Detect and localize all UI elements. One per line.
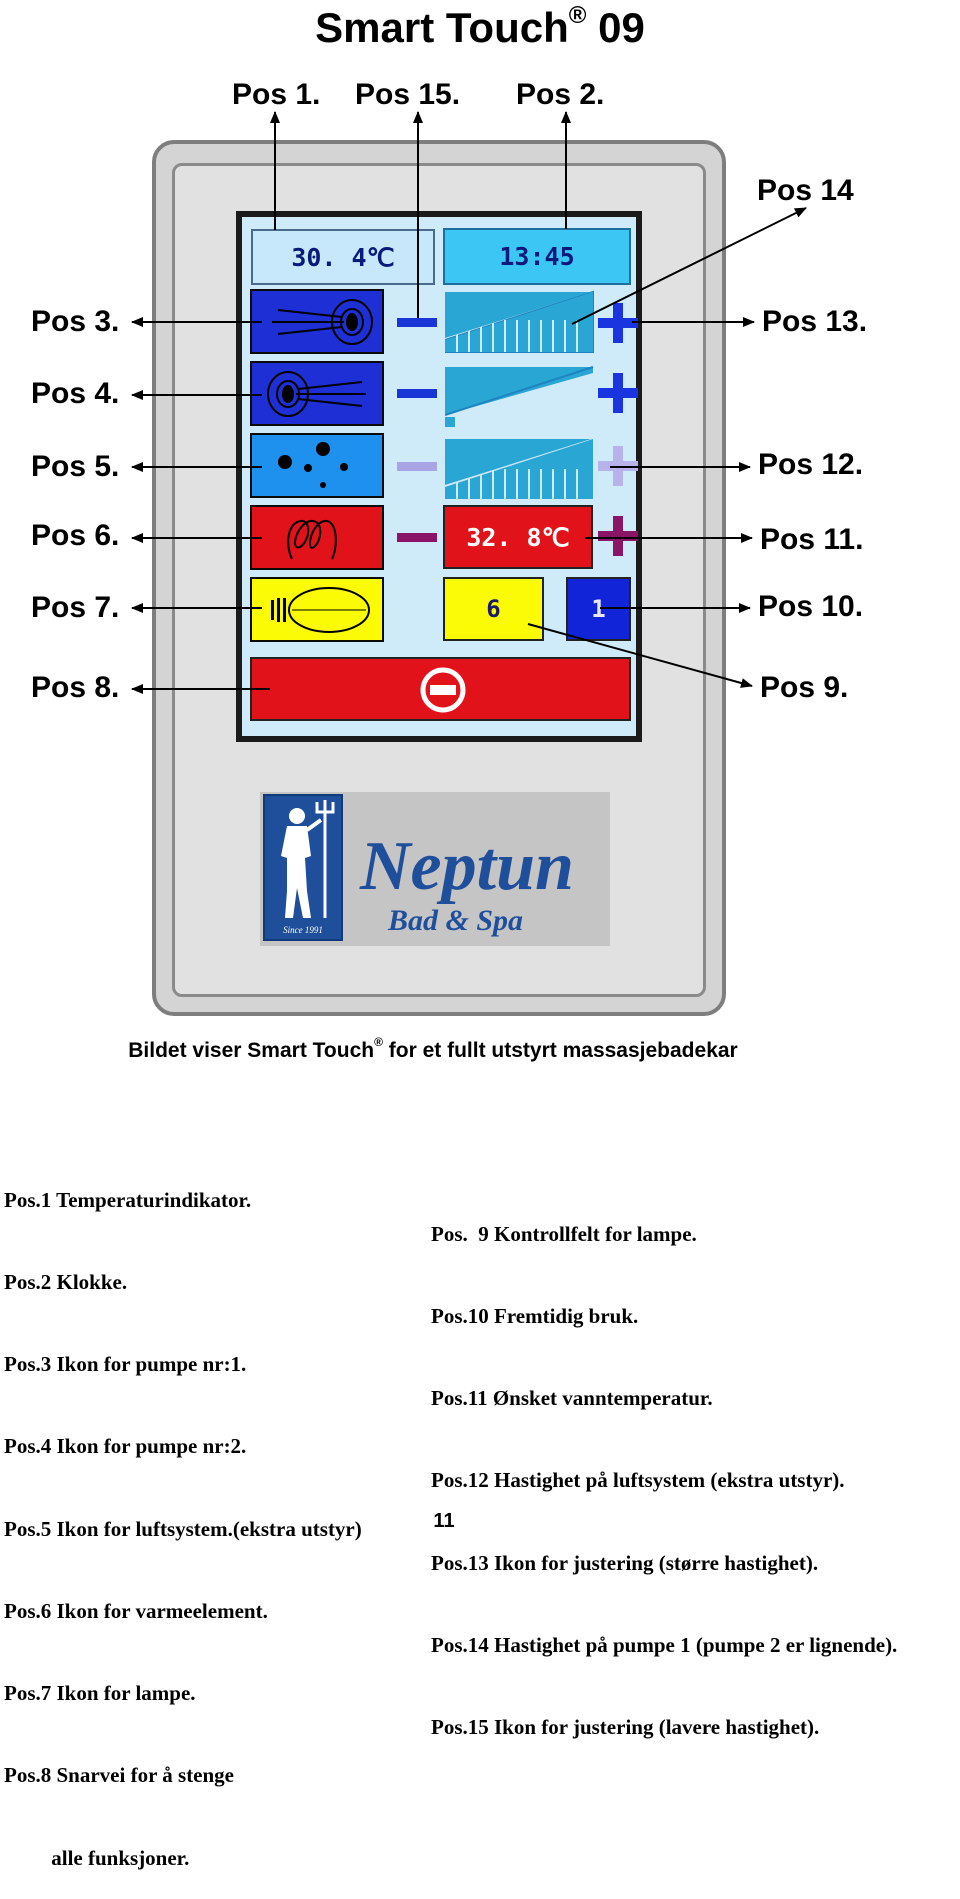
description-item: Pos.11 Ønsket vanntemperatur. bbox=[431, 1386, 713, 1411]
label-pos-13: Pos 13. bbox=[762, 305, 868, 338]
description-item: alle funksjoner. bbox=[4, 1845, 190, 1870]
description-item: Pos.2 Klokke. bbox=[4, 1270, 128, 1295]
description-item: Pos.14 Hastighet på pumpe 1 (pumpe 2 er … bbox=[431, 1632, 898, 1657]
label-pos-6: Pos 6. bbox=[31, 519, 120, 552]
description-item: Pos.6 Ikon for varmeelement. bbox=[4, 1598, 268, 1623]
set-temperature-display: 32. 8℃ bbox=[443, 505, 593, 569]
label-pos-9: Pos 9. bbox=[760, 671, 849, 704]
label-pos-5: Pos 5. bbox=[31, 450, 120, 483]
description-list-right: Pos. 9 Kontrollfelt for lampe. Pos.10 Fr… bbox=[431, 1166, 897, 1769]
pump-1-icon bbox=[272, 299, 373, 345]
description-item: Pos.1 Temperaturindikator. bbox=[4, 1187, 252, 1212]
title-registered-mark: ® bbox=[568, 2, 587, 29]
pump-1-button[interactable] bbox=[250, 289, 384, 354]
label-pos-3: Pos 3. bbox=[31, 305, 120, 338]
label-pos-11: Pos 11. bbox=[760, 523, 864, 556]
heater-button[interactable] bbox=[250, 505, 384, 570]
title-version: 09 bbox=[586, 4, 645, 51]
air-minus-icon[interactable] bbox=[397, 462, 437, 471]
heater-plus-icon[interactable] bbox=[598, 516, 638, 556]
label-pos-8: Pos 8. bbox=[31, 671, 120, 704]
figure-caption: Bildet viser Smart Touch® for et fullt u… bbox=[0, 1035, 866, 1063]
pump-2-icon bbox=[267, 371, 366, 417]
label-pos-1: Pos 1. bbox=[232, 78, 321, 111]
page-title: Smart Touch® 09 bbox=[0, 2, 960, 52]
stop-icon bbox=[420, 667, 466, 713]
clock-display[interactable]: 13:45 bbox=[443, 228, 631, 285]
logo-badge: Since 1991 bbox=[263, 794, 343, 941]
air-plus-icon[interactable] bbox=[598, 446, 638, 486]
description-item: Pos.4 Ikon for pumpe nr:2. bbox=[4, 1434, 247, 1459]
pump-2-button[interactable] bbox=[250, 361, 384, 426]
pump-1-minus-icon[interactable] bbox=[397, 318, 437, 327]
label-pos-4: Pos 4. bbox=[31, 377, 120, 410]
heater-coil-icon bbox=[287, 519, 337, 560]
label-pos-14: Pos 14 bbox=[757, 174, 854, 207]
description-item: Pos.10 Fremtidig bruk. bbox=[431, 1304, 639, 1329]
logo-brand: Neptun bbox=[360, 828, 574, 905]
label-pos-7: Pos 7. bbox=[31, 591, 120, 624]
description-item: Pos.7 Ikon for lampe. bbox=[4, 1681, 196, 1706]
neptun-logo: Since 1991 Neptun Bad & Spa bbox=[260, 792, 610, 946]
air-speed-bar bbox=[445, 439, 593, 499]
label-pos-12: Pos 12. bbox=[758, 448, 864, 481]
lamp-icon bbox=[271, 587, 370, 633]
future-use-field[interactable]: 1 bbox=[566, 577, 631, 641]
temperature-display: 30. 4℃ bbox=[251, 229, 435, 285]
description-item: Pos.15 Ikon for justering (lavere hastig… bbox=[431, 1715, 820, 1740]
caption-registered-mark: ® bbox=[374, 1035, 383, 1049]
logo-since: Since 1991 bbox=[283, 925, 323, 935]
air-system-button[interactable] bbox=[250, 433, 384, 498]
pump-2-plus-icon[interactable] bbox=[598, 373, 638, 413]
description-item: Pos. 9 Kontrollfelt for lampe. bbox=[431, 1221, 697, 1246]
pump-2-minus-icon[interactable] bbox=[397, 389, 437, 398]
description-item: Pos.8 Snarvei for å stenge bbox=[4, 1763, 235, 1788]
description-item: Pos.12 Hastighet på luftsystem (ekstra u… bbox=[431, 1468, 845, 1493]
caption-text: Bildet viser Smart Touch bbox=[128, 1039, 375, 1062]
description-item: Pos.3 Ikon for pumpe nr:1. bbox=[4, 1352, 247, 1377]
description-item: Pos.13 Ikon for justering (større hastig… bbox=[431, 1550, 819, 1575]
logo-subtitle: Bad & Spa bbox=[388, 904, 524, 937]
pump-1-plus-icon[interactable] bbox=[598, 303, 638, 343]
heater-minus-icon[interactable] bbox=[397, 533, 437, 542]
label-pos-10: Pos 10. bbox=[758, 590, 864, 623]
pump-2-speed-bar bbox=[445, 366, 594, 427]
page-number: 11 bbox=[433, 1510, 455, 1532]
stop-all-button[interactable] bbox=[250, 657, 631, 721]
lamp-button[interactable] bbox=[250, 577, 384, 642]
label-pos-2: Pos 2. bbox=[516, 78, 605, 111]
pump-1-speed-bar bbox=[445, 290, 594, 353]
lamp-control-field[interactable]: 6 bbox=[443, 577, 544, 641]
air-bubbles-icon bbox=[278, 442, 348, 488]
caption-text-end: for et fullt utstyrt massasjebadekar bbox=[382, 1039, 738, 1062]
neptune-figure-icon bbox=[281, 800, 335, 918]
label-pos-15: Pos 15. bbox=[355, 78, 461, 111]
title-text: Smart Touch bbox=[315, 4, 569, 51]
